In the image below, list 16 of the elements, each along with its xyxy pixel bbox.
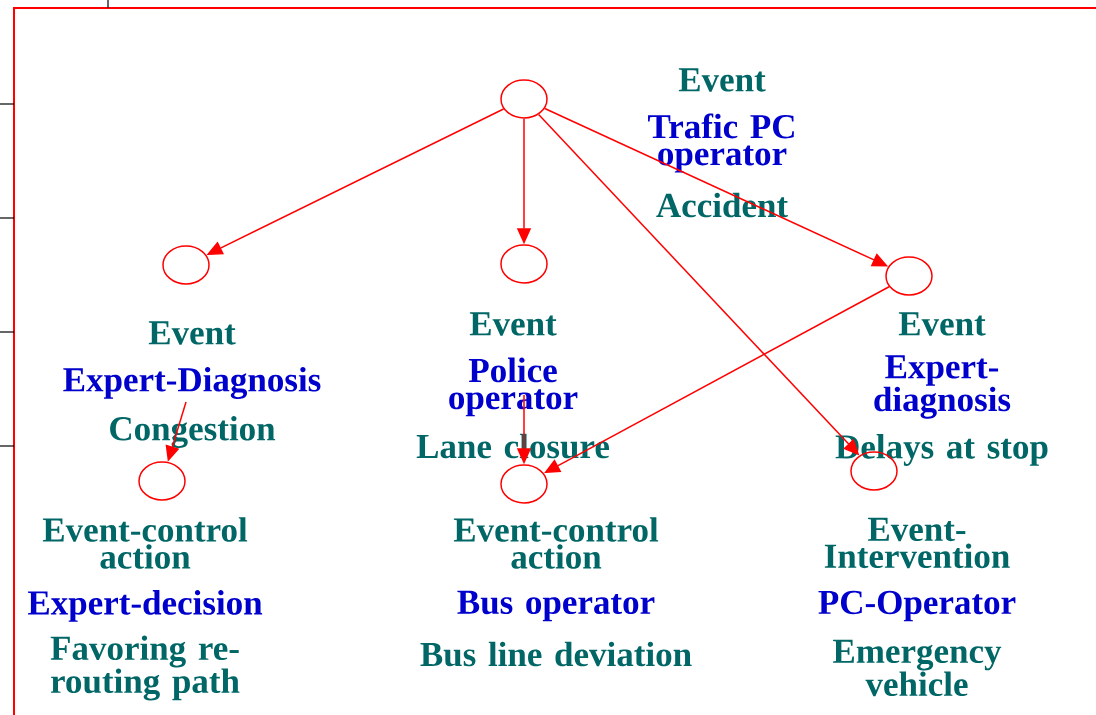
event-label: Trafic PC operator [648, 113, 794, 173]
event-label: Emergency vehicle [833, 639, 1002, 697]
event-label: Bus line deviation [420, 641, 692, 667]
event-label: Event [678, 68, 766, 92]
event-label: Event [898, 312, 986, 336]
event-label: Event [148, 321, 236, 345]
event-label: Expert-diagnosis [874, 355, 1011, 419]
event-label: Event-control action [453, 517, 659, 569]
event-label: PC-Operator [818, 590, 1016, 622]
event-label: Event [469, 312, 557, 336]
event-label: Bus operator [457, 590, 655, 622]
event-label: Event-Intervention [824, 517, 1010, 569]
event-label: Expert-Diagnosis [63, 367, 321, 399]
event-label: Event-control action [42, 517, 248, 569]
event-label: Expert-decision [28, 590, 263, 622]
event-label: Favoring re-routing path [50, 635, 240, 701]
